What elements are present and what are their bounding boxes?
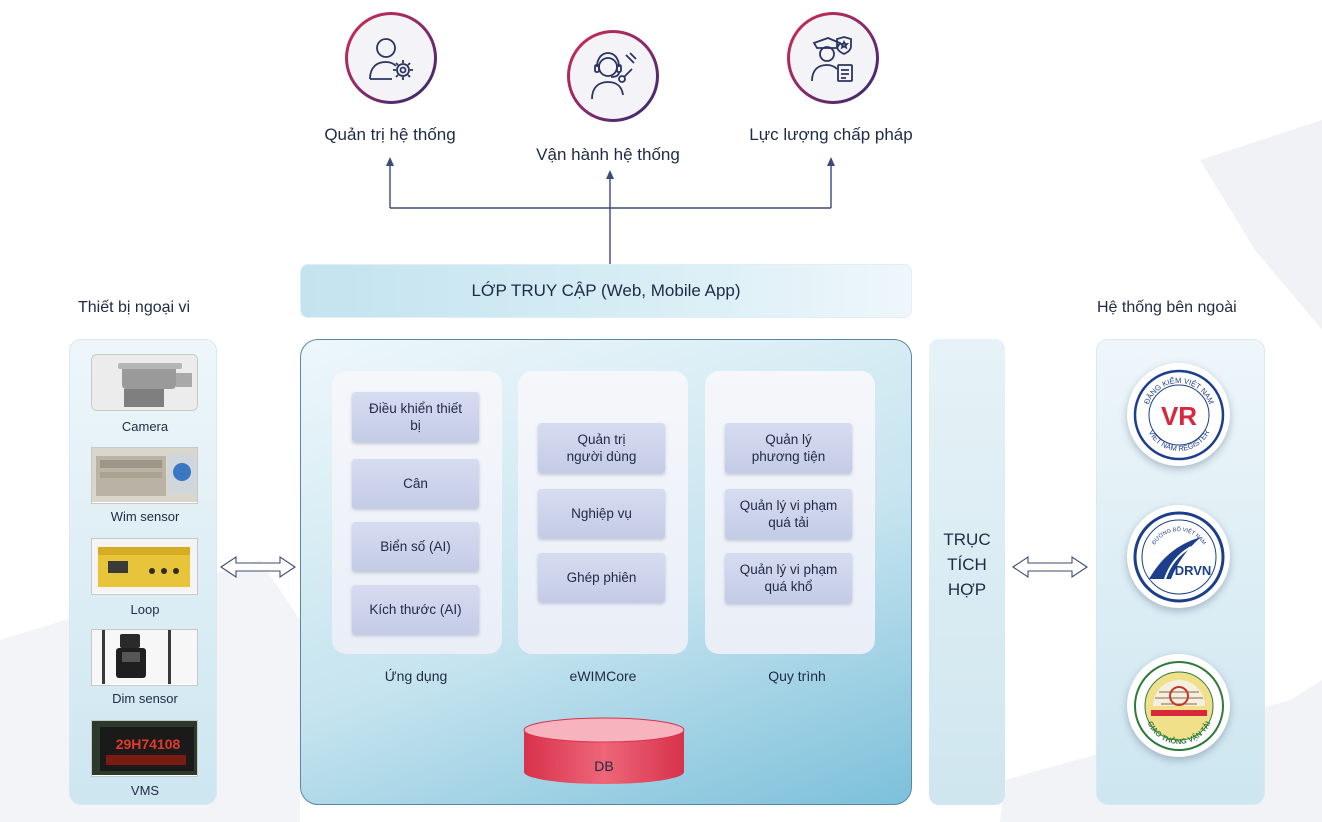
admin-role-circle [345, 12, 437, 104]
wim-sensor-image [91, 447, 198, 504]
function-device-control: Điều khiển thiết bị [352, 392, 479, 442]
device-label-wim-sensor: Wim sensor [110, 509, 180, 524]
process-column: Quản lý phương tiện Quản lý vi phạm quá … [705, 371, 875, 654]
police-officer-icon [811, 36, 853, 82]
device-label-loop: Loop [130, 602, 160, 617]
dim-sensor-image [91, 629, 198, 686]
function-license-plate-ai: Biển số (AI) [352, 522, 479, 571]
drvn-logo: ĐƯỜNG BỘ VIỆT NAM DRVN [1127, 505, 1230, 608]
camera-image [91, 354, 198, 411]
axis-line-1: TRỤC [943, 530, 991, 549]
role-label-admin: Quản trị hệ thống [324, 125, 456, 144]
function-session-merge: Ghép phiên [538, 553, 665, 602]
axis-line-3: HỢP [947, 580, 987, 599]
function-user-admin: Quản trị người dùng [538, 423, 665, 473]
loop-image [91, 538, 198, 595]
vms-image: 29H74108 [91, 720, 198, 777]
vms-display-text: 29H74108 [116, 736, 181, 752]
integration-axis-label: TRỤC TÍCH HỢP [929, 527, 1005, 602]
giao-thong-van-tai-logo: GIAO THÔNG VẬN TẢI [1127, 654, 1230, 757]
external-systems-title: Hệ thống bên ngoài [1097, 299, 1237, 316]
function-vehicle-management: Quản lý phương tiện [725, 423, 852, 473]
axis-line-2: TÍCH [947, 555, 987, 574]
svg-text:VR: VR [1160, 401, 1196, 431]
integration-axis-panel [929, 339, 1005, 805]
database-label: DB [594, 758, 614, 774]
access-layer-bar: LỚP TRUY CẬP (Web, Mobile App) [300, 264, 912, 318]
role-label-police: Lực lượng chấp pháp [749, 125, 913, 144]
operator-role-circle [567, 30, 659, 122]
function-business: Nghiệp vụ [538, 489, 665, 538]
device-label-vms: VMS [130, 783, 160, 798]
device-label-camera: Camera [121, 419, 169, 434]
peripherals-title: Thiết bị ngoại vi [78, 299, 191, 316]
function-weighing: Cân [352, 459, 479, 508]
police-role-circle [787, 12, 879, 104]
database-cylinder [523, 717, 685, 784]
vietnam-register-logo: ĐĂNG KIỂM VIỆT NAM VIET NAM REGISTER VR [1127, 363, 1230, 466]
admin-gear-icon [369, 38, 413, 80]
peripheral-bidirectional-arrow-icon [220, 555, 296, 579]
role-label-operator: Vận hành hệ thống [536, 145, 680, 164]
application-column: Điều khiển thiết bị Cân Biển số (AI) Kíc… [332, 371, 502, 654]
function-overload-violation: Quản lý vi phạm quá tải [725, 489, 852, 539]
ewimcore-column: Quản trị người dùng Nghiệp vụ Ghép phiên [518, 371, 688, 654]
column-label-ewimcore: eWIMCore [569, 668, 637, 684]
device-label-dim-sensor: Dim sensor [112, 691, 178, 706]
function-dimension-ai: Kích thước (AI) [352, 585, 479, 634]
svg-text:DRVN: DRVN [1174, 563, 1211, 578]
column-label-application: Ứng dụng [384, 668, 448, 684]
external-bidirectional-arrow-icon [1012, 555, 1088, 579]
column-label-process: Quy trình [768, 668, 826, 684]
access-layer-label: LỚP TRUY CẬP (Web, Mobile App) [471, 281, 741, 300]
function-oversize-violation: Quản lý vi phạm quá khổ [725, 553, 852, 603]
operator-headset-icon [591, 52, 637, 100]
